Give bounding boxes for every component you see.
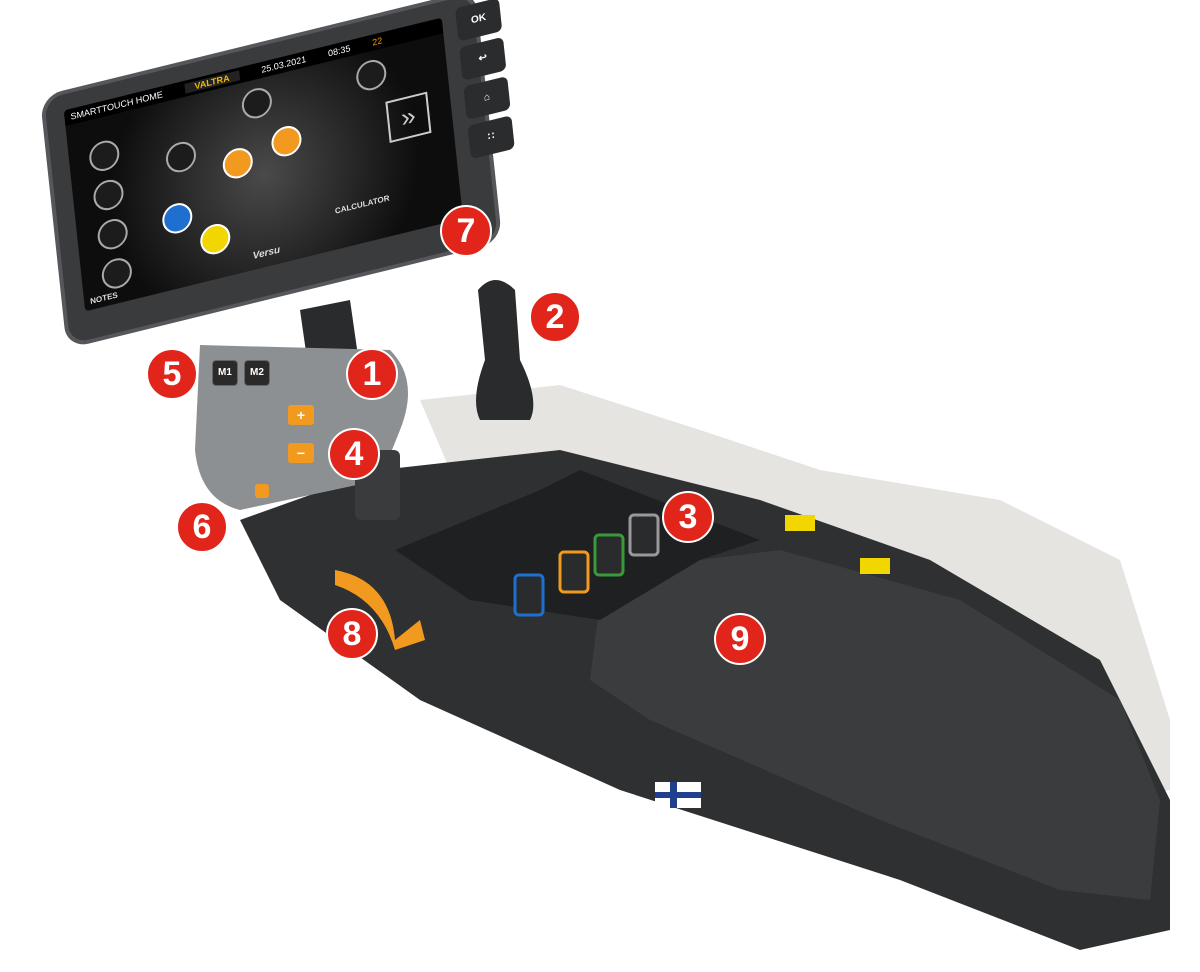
screen-icon-button[interactable] [240, 84, 274, 122]
brand-selector[interactable]: VALTRA [184, 70, 240, 94]
hydraulic-lever-grey[interactable] [628, 513, 660, 557]
callout-2: 2 [529, 291, 581, 343]
m2-button[interactable]: M2 [244, 360, 270, 386]
screen-icon-button[interactable] [92, 176, 125, 214]
plus-button[interactable]: + [288, 405, 314, 425]
callout-3: 3 [662, 491, 714, 543]
hydraulic-lever-blue[interactable] [513, 573, 545, 617]
yellow-switch [860, 558, 890, 574]
callout-9: 9 [714, 613, 766, 665]
m1-button[interactable]: M1 [212, 360, 238, 386]
callout-7: 7 [440, 205, 492, 257]
screen-icon-button[interactable] [164, 138, 198, 176]
hydraulics-icon-button[interactable] [160, 199, 194, 237]
notes-link[interactable]: NOTES [89, 290, 119, 306]
finland-flag-cross [655, 792, 701, 798]
screen-title: SMARTTOUCH HOME [70, 89, 164, 122]
hydraulic-lever-orange[interactable] [558, 550, 590, 594]
yellow-switch [785, 515, 815, 531]
screen-icon-button[interactable] [87, 137, 121, 175]
callout-4: 4 [328, 428, 380, 480]
minus-button[interactable]: − [288, 443, 314, 463]
joystick[interactable] [476, 280, 534, 420]
callout-6: 6 [176, 501, 228, 553]
screen-icon-button[interactable] [100, 255, 134, 292]
mode-label: Versu [252, 244, 281, 262]
link-icon-button[interactable] [269, 122, 303, 160]
callout-1: 1 [346, 348, 398, 400]
shuttle-button[interactable] [255, 484, 269, 498]
next-arrow-button[interactable]: » [385, 91, 432, 144]
date: 25.03.2021 [260, 54, 307, 75]
settings-icon-button[interactable] [198, 220, 232, 258]
folder-icon-button[interactable] [354, 56, 388, 94]
screen-icon-button[interactable] [96, 215, 130, 253]
counter: 22 [371, 35, 383, 48]
hydraulic-lever-green[interactable] [593, 533, 625, 577]
callout-5: 5 [146, 348, 198, 400]
time: 08:35 [327, 43, 351, 59]
engine-icon-button[interactable] [221, 144, 255, 182]
callout-8: 8 [326, 608, 378, 660]
calculator-link[interactable]: CALCULATOR [334, 193, 390, 216]
hand-throttle[interactable] [335, 570, 425, 650]
